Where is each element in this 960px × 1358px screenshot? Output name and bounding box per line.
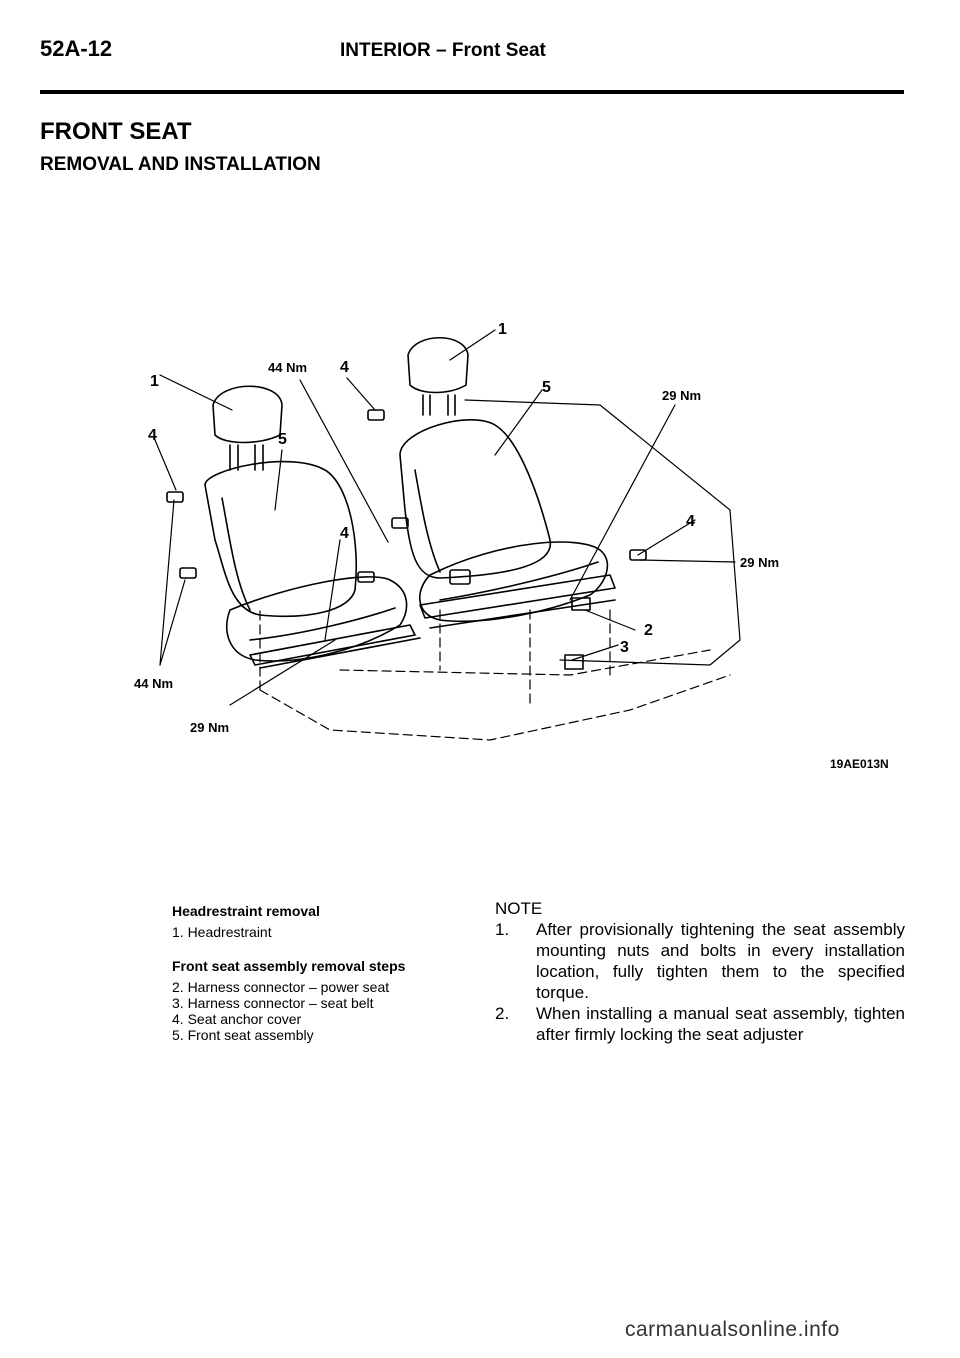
section-title: INTERIOR – Front Seat [340,40,546,61]
note-item: 1. After provisionally tightening the se… [495,919,905,1003]
note-heading: NOTE [495,899,543,918]
doc-subtitle: REMOVAL AND INSTALLATION [40,154,321,175]
doc-title: FRONT SEAT [40,118,192,145]
headrest-step: 1. Headrestraint [172,924,272,940]
page-number: 52A-12 [40,36,113,61]
torque-44-top: 44 Nm [268,360,307,375]
callout-5-left: 5 [278,431,287,448]
header-rule [40,90,904,94]
seat-step: 5. Front seat assembly [172,1027,314,1043]
figure-code: 19AE013N [830,757,889,771]
torque-44-left: 44 Nm [134,676,173,691]
seat-step: 4. Seat anchor cover [172,1011,302,1027]
note-text: When installing a manual seat assembly, … [536,1004,905,1044]
callout-5-right: 5 [542,379,551,396]
seat-step: 3. Harness connector – seat belt [172,995,374,1011]
torque-29-bottom: 29 Nm [190,720,229,735]
removal-steps: Headrestraint removal 1. Headrestraint F… [172,903,472,1043]
callout-4-mid: 4 [340,525,349,542]
callout-1-right: 1 [498,321,507,338]
seat-diagram: 1 1 44 Nm 4 4 5 4 5 29 Nm 4 29 Nm 2 3 44… [134,321,779,741]
callout-4-right: 4 [686,513,695,530]
seat-step: 2. Harness connector – power seat [172,979,390,995]
callout-3: 3 [620,639,629,656]
callout-2: 2 [644,622,653,639]
leader-lines [154,329,736,706]
seat-heading: Front seat assembly removal steps [172,958,406,974]
headrest-heading: Headrestraint removal [172,903,320,919]
callout-1-left: 1 [150,373,159,390]
floor-outline [259,609,731,741]
note-block: NOTE 1. After provisionally tightening t… [495,898,905,1045]
left-seat [166,385,421,669]
note-number: 1. [495,920,510,939]
right-seat [367,336,647,670]
door-outline [464,399,741,666]
note-item: 2. When installing a manual seat assembl… [495,1003,905,1045]
torque-29-top: 29 Nm [662,388,701,403]
watermark: carmanualsonline.info [625,1318,840,1341]
callout-4-left: 4 [148,427,157,444]
note-number: 2. [495,1004,510,1023]
torque-29-right: 29 Nm [740,555,779,570]
note-text: After provisionally tightening the seat … [536,920,905,1002]
callout-4-top: 4 [340,359,349,376]
